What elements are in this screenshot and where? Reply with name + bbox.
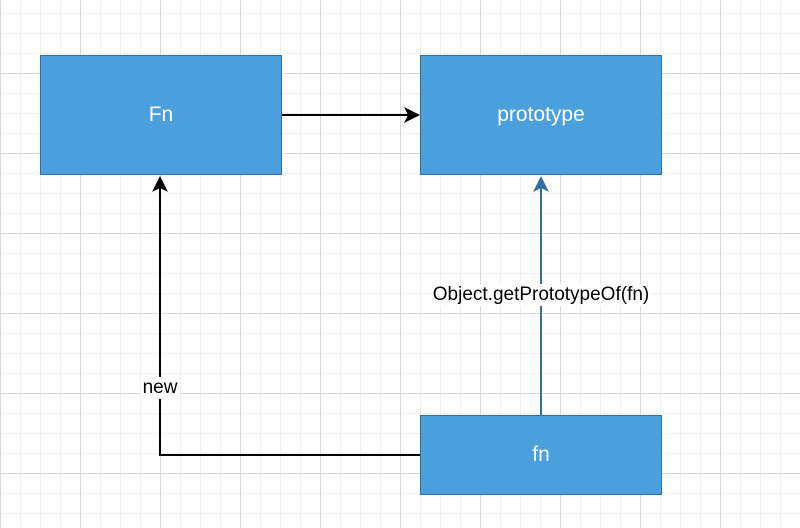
arrowhead-up-blue-icon: [533, 176, 549, 192]
arrowhead-up-icon: [152, 176, 168, 192]
arrowhead-right-icon: [404, 107, 420, 123]
node-label: Fn: [148, 103, 174, 126]
node-label: fn: [532, 443, 550, 466]
edge-label-new: new: [140, 377, 180, 399]
edge-label-getprototypeof: Object.getPrototypeOf(fn): [430, 284, 652, 306]
node-prototype[interactable]: prototype: [420, 55, 662, 175]
node-label: prototype: [497, 103, 585, 126]
node-fn-instance[interactable]: fn: [420, 415, 662, 495]
node-fn-constructor[interactable]: Fn: [40, 55, 282, 175]
edge-instance-to-constructor[interactable]: [152, 176, 420, 456]
edge-fn-to-prototype[interactable]: [282, 107, 420, 123]
